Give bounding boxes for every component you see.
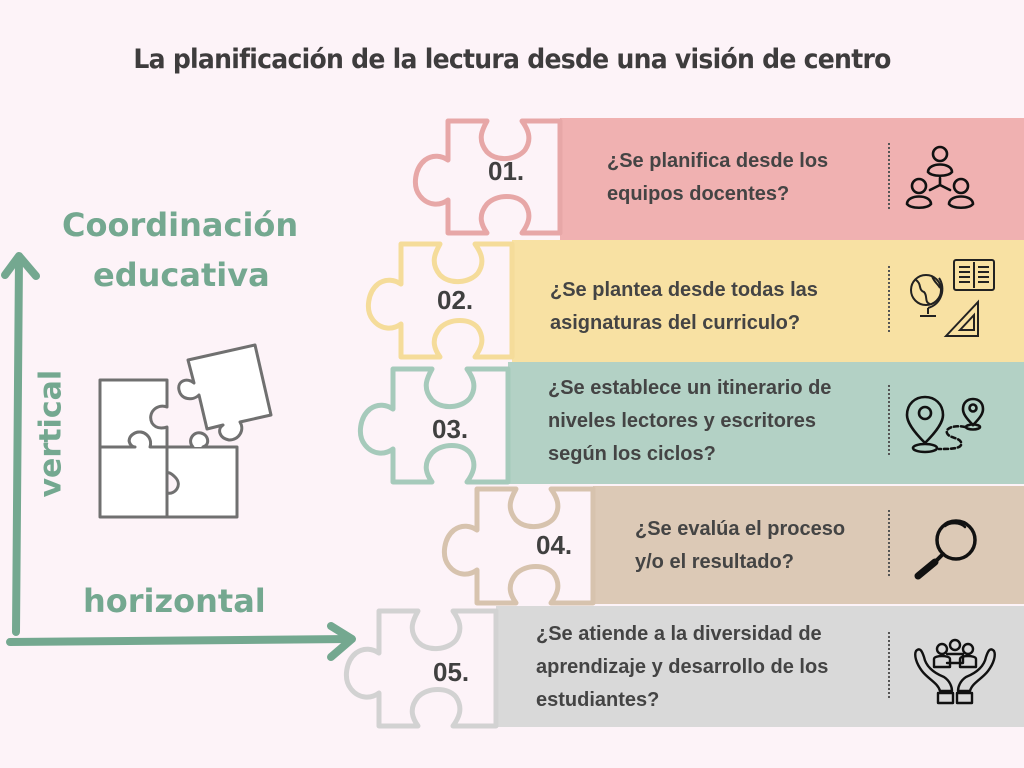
item-number-1: 01.: [488, 156, 525, 186]
page-title: La planificación de la lectura desde una…: [133, 44, 891, 75]
divider-4: [888, 510, 890, 576]
divider-1: [888, 143, 890, 209]
jigsaw-puzzle-icon: [98, 343, 273, 519]
horizontal-axis-label: horizontal: [83, 582, 266, 620]
item-3-line1: ¿Se establece un itinerario de: [548, 377, 832, 399]
item-text-3: ¿Se establece un itinerario de niveles l…: [548, 372, 831, 471]
item-4-line1: ¿Se evalúa el proceso: [635, 518, 846, 540]
item-5-line2: aprendizaje y desarrollo de los: [536, 656, 829, 678]
item-4-line2: y/o el resultado?: [635, 551, 794, 573]
item-number-3: 03.: [432, 414, 469, 444]
item-3-line2: niveles lectores y escritores: [548, 410, 816, 432]
item-2-line1: ¿Se plantea desde todas las: [550, 279, 818, 301]
item-5-line1: ¿Se atiende a la diversidad de: [536, 623, 822, 645]
coordination-heading-line2: educativa: [93, 256, 270, 294]
item-5-line3: estudiantes?: [536, 689, 660, 711]
item-number-2: 02.: [437, 285, 474, 315]
magnifier-icon: [914, 519, 977, 580]
map-route-pins-icon: [905, 395, 985, 454]
divider-3: [888, 385, 890, 455]
people-network-icon: [905, 145, 975, 210]
item-band-4: [593, 486, 1024, 604]
item-1-line2: equipos docentes?: [607, 183, 790, 205]
divider-5: [888, 632, 890, 698]
item-2-line2: asignaturas del curriculo?: [550, 312, 801, 334]
hands-holding-people-icon: [914, 638, 996, 705]
divider-2: [888, 266, 890, 332]
item-number-4: 04.: [536, 530, 573, 560]
item-1-line1: ¿Se planifica desde los: [607, 150, 829, 172]
item-band-3: [508, 362, 1024, 484]
item-text-1: ¿Se planifica desde los equipos docentes…: [607, 145, 828, 211]
item-number-5: 05.: [433, 657, 470, 687]
globe-book-ruler-icon: [910, 259, 995, 337]
item-text-2: ¿Se plantea desde todas las asignaturas …: [550, 274, 818, 340]
item-band-1: [560, 118, 1024, 240]
item-text-4: ¿Se evalúa el proceso y/o el resultado?: [635, 513, 845, 579]
item-3-line3: según los ciclos?: [548, 443, 716, 465]
item-text-5: ¿Se atiende a la diversidad de aprendiza…: [536, 618, 828, 717]
coordination-heading-line1: Coordinación: [62, 206, 299, 244]
